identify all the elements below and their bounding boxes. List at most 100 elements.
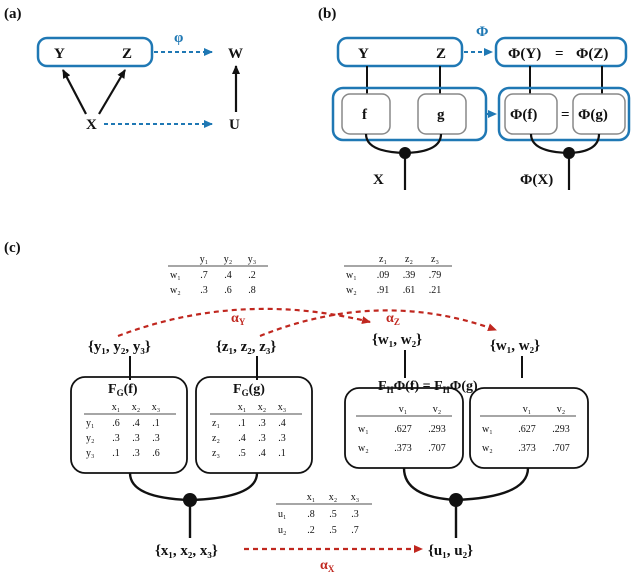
edge-x-z-a — [98, 69, 126, 115]
table-cell: .7 — [200, 270, 208, 281]
edge-x-y-a — [62, 69, 87, 115]
alpha-x-label: αX — [320, 558, 335, 572]
table-row-label: z₂ — [212, 433, 220, 444]
fg-f-label: FG(f) — [108, 382, 138, 398]
table-cell: .3 — [132, 433, 140, 444]
table-cell: .3 — [278, 433, 286, 444]
table-cell: .3 — [132, 448, 140, 459]
table-cell: .1 — [238, 418, 246, 429]
table-row-label: w₁ — [170, 270, 181, 281]
alpha-z-label: αZ — [386, 311, 400, 327]
phi-label-b: Φ — [476, 24, 488, 40]
table-cell: .373 — [518, 443, 536, 454]
table-cell: .627 — [518, 424, 536, 435]
node-phi-z: Φ(Z) — [576, 46, 608, 62]
set-x: {x₁, x₂, x₃} — [155, 543, 218, 559]
yz-box-b — [336, 36, 464, 68]
alpha-y-label: αY — [231, 311, 246, 327]
table-col-header: y₂ — [224, 254, 233, 265]
table-cell: .61 — [403, 285, 416, 296]
table-cell: .5 — [329, 509, 337, 520]
table-cell: .3 — [258, 418, 266, 429]
table-col-header: z₃ — [431, 254, 439, 265]
table-col-header: x₂ — [329, 492, 338, 503]
node-z-a: Z — [122, 46, 132, 62]
eq-mid: = — [561, 107, 570, 123]
table-cell: .5 — [329, 525, 337, 536]
table-cell: .6 — [112, 418, 120, 429]
table-cell: .707 — [428, 443, 446, 454]
table-cell: .2 — [307, 525, 315, 536]
fg-g-label: FG(g) — [233, 382, 265, 398]
set-z: {z₁, z₂, z₃} — [216, 339, 276, 355]
alpha-y-arrow — [117, 307, 371, 338]
table-col-header: x₃ — [152, 402, 161, 413]
table-col-header: x₃ — [351, 492, 360, 503]
table-cell: .3 — [351, 509, 359, 520]
table-row-label: w₁ — [358, 424, 369, 435]
table-cell: .3 — [258, 433, 266, 444]
table-row-label: w₂ — [170, 285, 181, 296]
table-col-header: x₂ — [258, 402, 267, 413]
set-w-left: {w₁, w₂} — [372, 332, 422, 348]
table-cell: .3 — [200, 285, 208, 296]
table-cell: .293 — [552, 424, 570, 435]
node-x-a: X — [86, 117, 97, 133]
table-cell: .4 — [132, 418, 140, 429]
table-cell: .1 — [152, 418, 160, 429]
node-f-b: f — [362, 107, 368, 123]
table-cell: .21 — [429, 285, 442, 296]
table-cell: .293 — [428, 424, 446, 435]
node-phi-y: Φ(Y) — [508, 46, 541, 62]
fg-g-box — [195, 376, 313, 474]
table-cell: .4 — [258, 448, 266, 459]
table-row-label: z₃ — [212, 448, 220, 459]
yz-box-a — [36, 36, 154, 68]
table-cell: .39 — [403, 270, 416, 281]
table-row-label: z₁ — [212, 418, 220, 429]
table-cell: .4 — [278, 418, 286, 429]
phifg-outer-box — [497, 86, 631, 142]
table-row-label: w₂ — [346, 285, 357, 296]
node-phi-x: Φ(X) — [520, 172, 553, 188]
table-row-label: w₁ — [346, 270, 357, 281]
table-cell: .1 — [112, 448, 120, 459]
table-col-header: v₁ — [399, 404, 408, 415]
node-y-a: Y — [54, 46, 65, 62]
table-row-label: y₂ — [86, 433, 95, 444]
eq-top: = — [555, 46, 564, 62]
merge-c-right — [402, 467, 530, 502]
table-col-header: x₂ — [132, 402, 141, 413]
table-cell: .1 — [278, 448, 286, 459]
table-col-header: y₁ — [200, 254, 209, 265]
table-cell: .6 — [152, 448, 160, 459]
panel-label-b: (b) — [318, 6, 336, 22]
table-cell: .3 — [152, 433, 160, 444]
table-cell: .91 — [377, 285, 390, 296]
table-col-header: x₁ — [238, 402, 247, 413]
node-y-b: Y — [358, 46, 369, 62]
table-cell: .627 — [394, 424, 412, 435]
node-g-b: g — [437, 107, 445, 123]
table-row-label: w₂ — [482, 443, 493, 454]
node-x-b: X — [373, 172, 384, 188]
table-col-header: y₃ — [248, 254, 257, 265]
table-row-label: w₂ — [358, 443, 369, 454]
table-col-header: z₁ — [379, 254, 387, 265]
table-row-label: u₂ — [278, 525, 287, 536]
node-phi-f: Φ(f) — [510, 107, 537, 123]
table-cell: .4 — [224, 270, 232, 281]
table-cell: .3 — [112, 433, 120, 444]
table-cell: .4 — [238, 433, 246, 444]
table-cell: .6 — [224, 285, 232, 296]
table-cell: .373 — [394, 443, 412, 454]
table-col-header: x₃ — [278, 402, 287, 413]
table-cell: .2 — [248, 270, 256, 281]
